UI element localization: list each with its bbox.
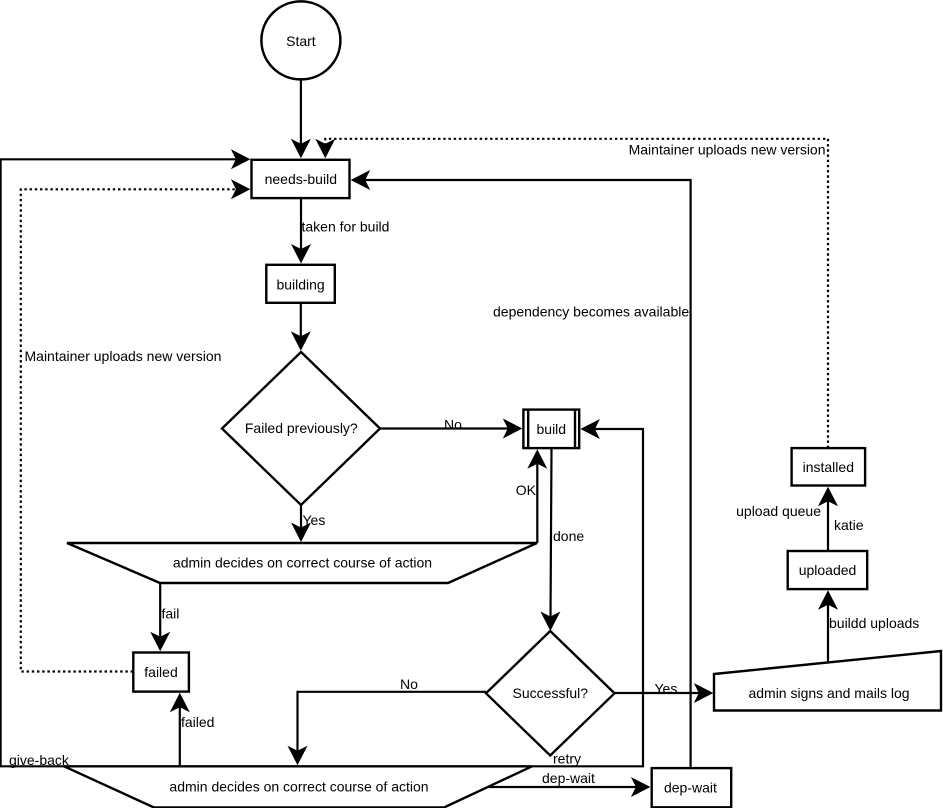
svg-text:upload queue: upload queue bbox=[736, 503, 821, 519]
svg-text:OK: OK bbox=[516, 482, 537, 498]
svg-text:failed: failed bbox=[144, 664, 177, 680]
svg-text:building: building bbox=[276, 277, 324, 293]
svg-text:Maintainer uploads new version: Maintainer uploads new version bbox=[629, 142, 826, 158]
svg-text:Yes: Yes bbox=[655, 681, 678, 697]
svg-text:dependency becomes available: dependency becomes available bbox=[493, 304, 689, 320]
svg-text:Maintainer uploads new version: Maintainer uploads new version bbox=[25, 348, 222, 364]
svg-text:uploaded: uploaded bbox=[799, 562, 857, 578]
svg-text:Failed previously?: Failed previously? bbox=[245, 420, 358, 436]
svg-text:give-back: give-back bbox=[9, 752, 70, 768]
svg-text:admin decides on correct cours: admin decides on correct course of actio… bbox=[169, 779, 428, 795]
svg-text:build: build bbox=[537, 421, 567, 437]
svg-text:failed: failed bbox=[181, 714, 214, 730]
svg-text:admin decides on correct cours: admin decides on correct course of actio… bbox=[173, 555, 432, 571]
svg-text:taken for build: taken for build bbox=[302, 219, 390, 235]
svg-text:needs-build: needs-build bbox=[265, 171, 337, 187]
svg-text:done: done bbox=[553, 528, 584, 544]
svg-text:Yes: Yes bbox=[303, 512, 326, 528]
svg-text:admin signs and mails log: admin signs and mails log bbox=[748, 685, 909, 701]
svg-text:dep-wait: dep-wait bbox=[664, 780, 717, 796]
svg-text:buildd uploads: buildd uploads bbox=[829, 615, 919, 631]
svg-text:installed: installed bbox=[803, 459, 854, 475]
svg-text:No: No bbox=[400, 676, 418, 692]
svg-text:Start: Start bbox=[286, 33, 316, 49]
svg-text:dep-wait: dep-wait bbox=[542, 770, 595, 786]
svg-text:Successful?: Successful? bbox=[513, 685, 589, 701]
svg-text:No: No bbox=[444, 417, 462, 433]
svg-text:katie: katie bbox=[834, 517, 864, 533]
svg-text:retry: retry bbox=[553, 751, 581, 767]
svg-text:fail: fail bbox=[162, 606, 180, 622]
